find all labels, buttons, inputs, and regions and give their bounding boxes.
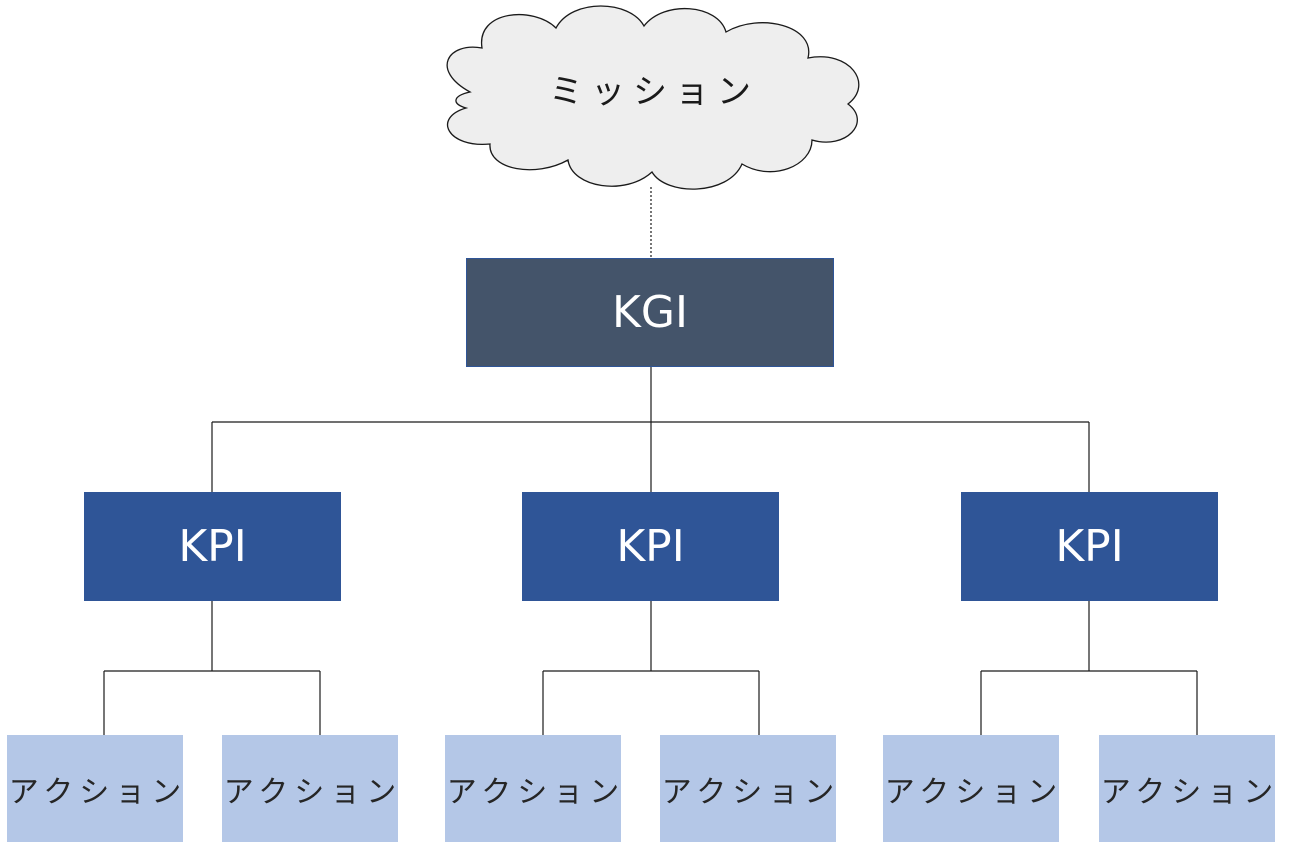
action-label: アクション bbox=[446, 774, 626, 810]
kgi-to-kpi-connectors bbox=[211, 367, 1090, 492]
action-node-6: アクション bbox=[1099, 735, 1275, 842]
kpi-label: KPI bbox=[178, 521, 247, 572]
action-node-1: アクション bbox=[7, 735, 183, 842]
kpi-label: KPI bbox=[616, 521, 685, 572]
action-label: アクション bbox=[223, 774, 403, 810]
kpi-node-3: KPI bbox=[961, 492, 1218, 601]
mission-node: ミッション bbox=[450, 55, 850, 121]
kpi-label: KPI bbox=[1055, 521, 1124, 572]
kgi-label: KGI bbox=[612, 287, 688, 338]
action-label: アクション bbox=[1100, 774, 1280, 810]
action-label: アクション bbox=[884, 774, 1064, 810]
kgi-node: KGI bbox=[466, 258, 834, 367]
kpi-to-action-connectors bbox=[103, 601, 1198, 735]
kpi-node-1: KPI bbox=[84, 492, 341, 601]
action-label: アクション bbox=[8, 774, 188, 810]
action-node-3: アクション bbox=[445, 735, 621, 842]
action-label: アクション bbox=[661, 774, 841, 810]
mission-label: ミッション bbox=[549, 71, 759, 112]
action-node-2: アクション bbox=[222, 735, 398, 842]
kpi-node-2: KPI bbox=[522, 492, 779, 601]
mission-cloud-shape bbox=[446, 5, 860, 190]
action-node-5: アクション bbox=[883, 735, 1059, 842]
action-node-4: アクション bbox=[660, 735, 836, 842]
